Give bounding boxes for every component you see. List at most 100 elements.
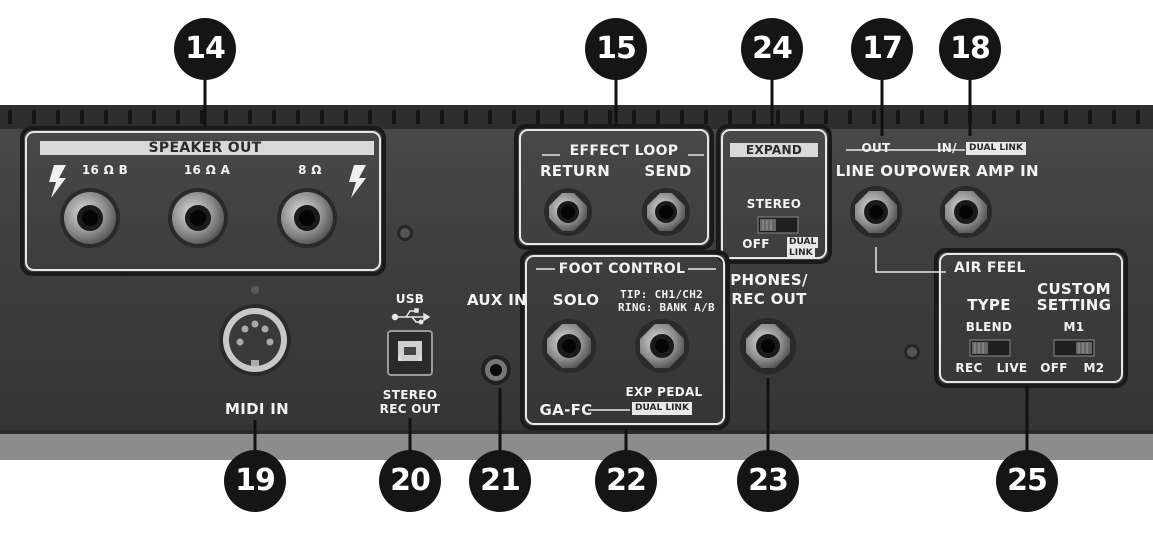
live-label: LIVE [996, 361, 1028, 375]
expand-box [716, 124, 832, 264]
foot-control-title: FOOT CONTROL [558, 261, 686, 277]
vent-slot [608, 110, 612, 124]
vent-slot [824, 110, 828, 124]
vent-slot [752, 110, 756, 124]
jack-aux-in [481, 355, 511, 385]
line-out-label: LINE OUT [835, 162, 917, 180]
vent-slot [848, 110, 852, 124]
type-label: TYPE [967, 296, 1011, 314]
vent-slot [1040, 110, 1044, 124]
callout-20: 20 [379, 450, 441, 512]
callout-18: 18 [939, 18, 1001, 80]
vent-slot [32, 110, 36, 124]
expand-dual-tag-1: DUAL [787, 237, 819, 248]
vent-slot [1136, 110, 1140, 124]
jack-solo [542, 319, 596, 373]
exp-pedal-label: EXP PEDAL [625, 385, 703, 399]
in-dual-link-tag: DUAL LINK [966, 142, 1026, 155]
tip-label: TIP: CH1/CH2 [620, 288, 704, 301]
vent-slot [296, 110, 300, 124]
vent-slot [944, 110, 948, 124]
jack-send [642, 188, 690, 236]
jack-power-amp-in [940, 186, 992, 238]
vent-slot [200, 110, 204, 124]
vent-slot [80, 110, 84, 124]
vent-slot [920, 110, 924, 124]
callout-21: 21 [469, 450, 531, 512]
vent-slot [248, 110, 252, 124]
vent-slot [152, 110, 156, 124]
vent-slot [344, 110, 348, 124]
speaker-16b-label: 16 Ω B [81, 163, 129, 177]
jack-return [544, 188, 592, 236]
callout-17: 17 [851, 18, 913, 80]
speaker-out-title: SPEAKER OUT [148, 140, 262, 156]
lightning-left-icon [49, 165, 66, 198]
callout-23: 23 [737, 450, 799, 512]
usb-port [387, 330, 433, 376]
vent-slot [464, 110, 468, 124]
vent-slot [488, 110, 492, 124]
vent-slot [1016, 110, 1020, 124]
setting-label: SETTING [1036, 296, 1112, 314]
vent-slot [176, 110, 180, 124]
vent-slot [656, 110, 660, 124]
custom-label: CUSTOM [1037, 280, 1111, 298]
panel-bottom-edge [0, 430, 1153, 460]
vent-slot [704, 110, 708, 124]
jack-phones [740, 318, 796, 374]
m1-label: M1 [1063, 320, 1085, 334]
vent-slot [1064, 110, 1068, 124]
air-feel-title: AIR FEEL [954, 260, 1026, 276]
jack-speaker-8 [277, 188, 337, 248]
blend-label: BLEND [965, 320, 1013, 334]
expand-title: EXPAND [745, 143, 803, 157]
vent-slot [536, 110, 540, 124]
rec-out-label: REC OUT [731, 290, 807, 308]
type-switch [969, 339, 1011, 357]
ring-label: RING: BANK A/B [618, 301, 715, 314]
vent-slot [896, 110, 900, 124]
vent-slot [368, 110, 372, 124]
jack-speaker-16a [168, 188, 228, 248]
vent-slot [992, 110, 996, 124]
m2-label: M2 [1083, 361, 1105, 375]
vent-slot [512, 110, 516, 124]
vent-slots [8, 110, 1140, 124]
vent-slot [872, 110, 876, 124]
callout-15: 15 [585, 18, 647, 80]
callout-24: 24 [741, 18, 803, 80]
effect-loop-box [514, 124, 714, 250]
usb-label: USB [395, 292, 425, 306]
vent-slot [1112, 110, 1116, 124]
midi-in-connector [219, 304, 291, 376]
vent-slot [272, 110, 276, 124]
callout-25: 25 [996, 450, 1058, 512]
exp-dual-link-tag: DUAL LINK [632, 402, 692, 415]
vent-slot [632, 110, 636, 124]
solo-label: SOLO [552, 291, 600, 309]
in-label: IN/ [937, 141, 957, 155]
vent-slot [800, 110, 804, 124]
usb-symbol-icon [391, 308, 431, 325]
vent-slot [104, 110, 108, 124]
rec-label: REC [955, 361, 983, 375]
custom-setting-switch [1053, 339, 1095, 357]
expand-off-label: OFF [742, 237, 770, 251]
vent-slot [440, 110, 444, 124]
stereo-rec-out-label-1: STEREO [382, 388, 438, 402]
out-label: OUT [861, 141, 891, 155]
callout-19: 19 [224, 450, 286, 512]
return-label: RETURN [539, 162, 611, 180]
vent-slot [584, 110, 588, 124]
vent-slot [560, 110, 564, 124]
jack-tip-ring [635, 319, 689, 373]
lightning-right-icon [349, 165, 366, 198]
vent-slot [680, 110, 684, 124]
power-amp-in-label: POWER AMP IN [907, 162, 1039, 180]
callout-14: 14 [174, 18, 236, 80]
speaker-out-box [20, 126, 386, 276]
vent-slot [320, 110, 324, 124]
